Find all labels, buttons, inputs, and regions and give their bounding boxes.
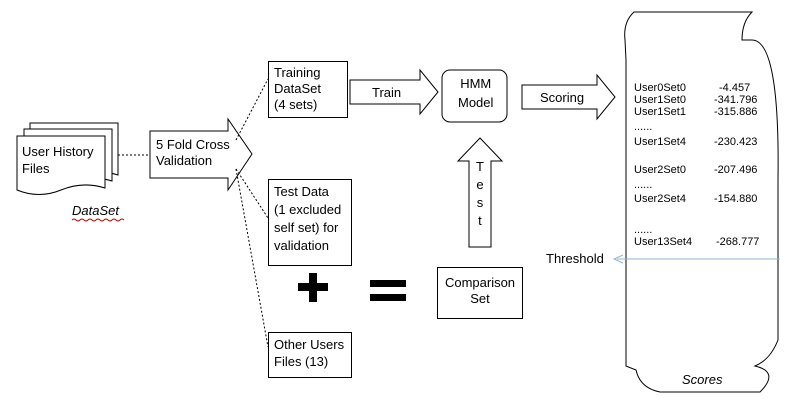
plus-sign: [298, 273, 328, 302]
scoring-arrow: [521, 73, 616, 121]
score-value: -230.423: [714, 136, 758, 148]
score-label: User1Set1: [634, 106, 686, 118]
fan-out-lines: [235, 78, 269, 348]
training-dataset-box: Training DataSet (4 sets): [268, 61, 348, 118]
dataset-caption: DataSet: [72, 203, 119, 218]
score-ellipsis: ......: [634, 224, 653, 236]
score-label: User2Set4: [634, 193, 686, 205]
score-label: User0Set0: [634, 82, 686, 94]
dataset-document-stack: [16, 122, 119, 195]
score-value: -315.886: [714, 106, 758, 118]
test-label: T e s t: [476, 159, 484, 228]
hmm-model-label: HMM Model: [458, 76, 494, 110]
equals-sign: [370, 280, 406, 301]
score-label: User13Set4: [634, 236, 693, 248]
scoring-label: Scoring: [540, 90, 585, 105]
score-value: -154.880: [714, 193, 758, 205]
threshold-arrowhead: [612, 254, 624, 264]
score-label: User1Set0: [634, 94, 686, 106]
score-value: -268.777: [716, 236, 760, 248]
score-label: User1Set4: [634, 136, 686, 148]
test-arrow: [456, 137, 504, 248]
score-value: -4.457: [719, 82, 751, 94]
score-ellipsis: ......: [634, 179, 653, 191]
dataset-files-label: User History Files: [22, 144, 94, 176]
score-value: -341.796: [714, 94, 758, 106]
dataset-spell-squiggle: [71, 218, 125, 222]
comparison-set-box: Comparison Set: [437, 267, 523, 319]
train-label: Train: [372, 85, 402, 100]
cross-validation-label: 5 Fold Cross Validation: [156, 137, 230, 168]
other-users-box: Other Users Files (13): [268, 332, 352, 378]
score-ellipsis: ......: [634, 121, 653, 133]
threshold-label: Threshold: [546, 251, 604, 266]
score-value: -207.496: [714, 164, 758, 176]
scores-caption: Scores: [682, 372, 723, 387]
train-arrow: [349, 68, 439, 116]
score-label: User2Set0: [634, 164, 686, 176]
cross-validation-arrow: [149, 117, 253, 192]
hmm-model-box: [441, 69, 508, 123]
test-data-box: Test Data (1 excluded self set) for vali…: [268, 179, 352, 266]
scores-scroll: [624, 11, 779, 393]
